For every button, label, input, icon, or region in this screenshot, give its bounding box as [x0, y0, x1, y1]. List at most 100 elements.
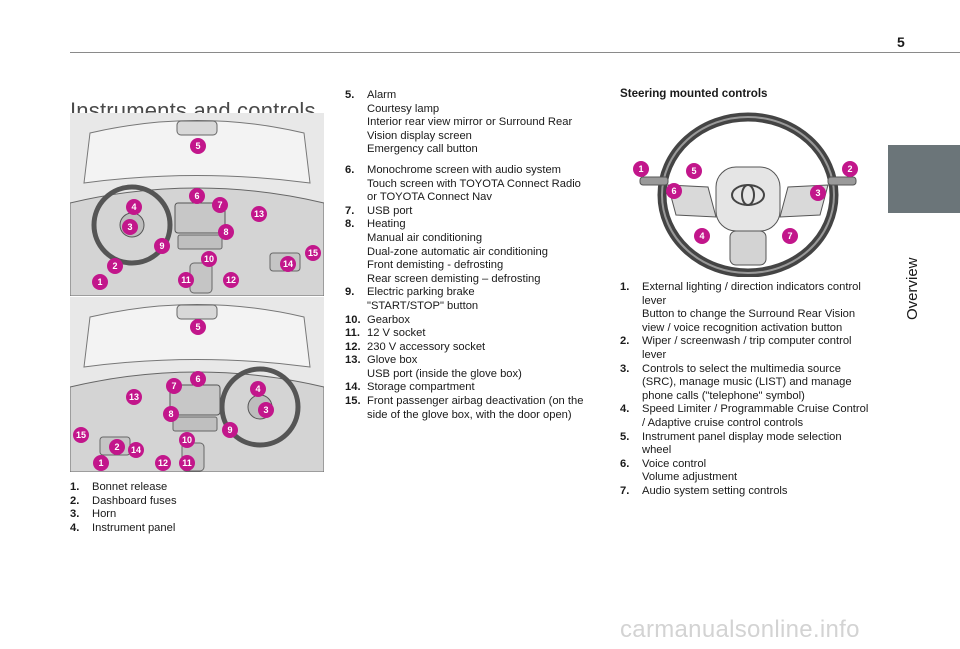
svg-text:4: 4: [699, 231, 704, 241]
callout-14: 14: [280, 256, 296, 272]
svg-text:6: 6: [195, 374, 200, 384]
callout-2: 2: [842, 161, 858, 177]
callout-8: 8: [163, 406, 179, 422]
svg-text:7: 7: [787, 231, 792, 241]
callout-4: 4: [694, 228, 710, 244]
callout-6: 6: [666, 183, 682, 199]
list-item: 10.Gearbox: [345, 313, 410, 326]
svg-text:5: 5: [195, 322, 200, 332]
svg-text:8: 8: [223, 227, 228, 237]
list-item: 5.Instrument panel display mode selectio…: [620, 430, 842, 457]
callout-1: 1: [92, 274, 108, 290]
callout-9: 9: [222, 422, 238, 438]
svg-text:1: 1: [97, 277, 102, 287]
callout-2: 2: [107, 258, 123, 274]
svg-text:8: 8: [168, 409, 173, 419]
callout-group-rhd: 5 6 7 4 13 3 8 9 10 15 2 14 1 12 11: [73, 319, 274, 471]
svg-text:2: 2: [114, 442, 119, 452]
list-item: 4.Speed Limiter / Programmable Cruise Co…: [620, 403, 869, 429]
svg-text:4: 4: [255, 384, 260, 394]
list-item: 3.Controls to select the multimedia sour…: [620, 362, 852, 402]
callout-6: 6: [189, 188, 205, 204]
svg-text:11: 11: [181, 275, 191, 285]
list-item: 11.12 V socket: [345, 327, 426, 340]
list-item: 9.Electric parking brake"START/STOP" but…: [345, 286, 479, 312]
callout-9: 9: [154, 238, 170, 254]
callout-7: 7: [166, 378, 182, 394]
list-item: 1.Bonnet release: [70, 481, 168, 493]
list-item: 7.Audio system setting controls: [620, 484, 788, 497]
svg-text:2: 2: [112, 261, 117, 271]
svg-text:6: 6: [671, 186, 676, 196]
list-item: 1.External lighting / direction indicato…: [620, 281, 861, 334]
callout-3: 3: [810, 185, 826, 201]
dashboard-lhd-illustration: 5 4 3 6 7 13 8 9 10 2 1 11 12 14 15: [70, 113, 324, 296]
watermark-text: carmanualsonline.info: [620, 616, 860, 643]
dashboard-rhd-illustration: 5 6 7 4 13 3 8 9 10 15 2 14 1 12 11: [70, 297, 324, 472]
list-item: 4.Instrument panel: [70, 521, 176, 534]
svg-text:7: 7: [217, 200, 222, 210]
svg-text:10: 10: [182, 435, 192, 445]
callout-3: 3: [258, 402, 274, 418]
svg-text:2: 2: [847, 164, 852, 174]
callout-15: 15: [305, 245, 321, 261]
callout-group-wheel: 1 5 6 2 3 4 7: [633, 161, 858, 244]
callout-5: 5: [686, 163, 702, 179]
callout-5: 5: [190, 138, 206, 154]
svg-text:11: 11: [182, 458, 192, 468]
svg-text:3: 3: [127, 222, 132, 232]
header-rule: [70, 52, 960, 53]
left-legend-list: 1.Bonnet release 2.Dashboard fuses 3.Hor…: [70, 481, 320, 535]
callout-2: 2: [109, 439, 125, 455]
callout-11: 11: [179, 455, 195, 471]
svg-text:14: 14: [131, 445, 141, 455]
steering-legend-list: 1.External lighting / direction indicato…: [620, 281, 875, 499]
callout-14: 14: [128, 442, 144, 458]
section-tab: [888, 145, 960, 213]
list-item: 15.Front passenger airbag deactivation (…: [345, 395, 584, 421]
svg-text:14: 14: [283, 259, 293, 269]
svg-text:12: 12: [158, 458, 168, 468]
svg-text:10: 10: [204, 254, 214, 264]
svg-text:13: 13: [129, 392, 139, 402]
callout-group-lhd: 5 4 3 6 7 13 8 9 10 2 1 11 12 14 15: [92, 138, 321, 290]
callout-5: 5: [190, 319, 206, 335]
callout-4: 4: [126, 199, 142, 215]
callout-15: 15: [73, 427, 89, 443]
callout-11: 11: [178, 272, 194, 288]
svg-text:15: 15: [76, 430, 86, 440]
list-item: 14.Storage compartment: [345, 381, 475, 394]
steering-wheel-illustration: 1 5 6 2 3 4 7: [620, 107, 875, 277]
list-item: 12.230 V accessory socket: [345, 340, 486, 353]
callout-10: 10: [201, 251, 217, 267]
list-item: 2.Wiper / screenwash / trip computer con…: [620, 335, 852, 361]
callout-7: 7: [782, 228, 798, 244]
callout-1: 1: [93, 455, 109, 471]
svg-text:3: 3: [263, 405, 268, 415]
svg-text:1: 1: [98, 458, 103, 468]
svg-text:15: 15: [308, 248, 318, 258]
svg-text:9: 9: [227, 425, 232, 435]
list-item: 7.USB port: [345, 204, 413, 217]
svg-text:3: 3: [815, 188, 820, 198]
svg-text:13: 13: [254, 209, 264, 219]
callout-12: 12: [223, 272, 239, 288]
svg-text:7: 7: [171, 381, 176, 391]
list-item: 2.Dashboard fuses: [70, 494, 177, 507]
section-tab-label: Overview: [904, 257, 921, 320]
steering-controls-heading: Steering mounted controls: [620, 87, 768, 100]
callout-10: 10: [179, 432, 195, 448]
callout-3: 3: [122, 219, 138, 235]
callout-12: 12: [155, 455, 171, 471]
list-item: 3.Horn: [70, 508, 117, 521]
svg-text:5: 5: [691, 166, 696, 176]
callout-4: 4: [250, 381, 266, 397]
callout-8: 8: [218, 224, 234, 240]
svg-text:4: 4: [131, 202, 136, 212]
